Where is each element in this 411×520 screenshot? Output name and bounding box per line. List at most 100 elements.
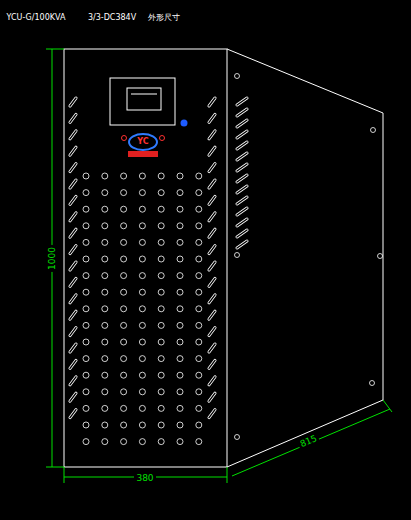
vent-slot-inner (209, 246, 215, 254)
vent-slot-inner (237, 208, 247, 215)
vent-hole (139, 356, 145, 362)
vent-hole (83, 239, 89, 245)
vent-slot-inner (209, 262, 215, 270)
vent-hole (158, 405, 164, 411)
vent-hole (177, 190, 183, 196)
vent-slot (70, 114, 76, 122)
vent-hole (196, 173, 202, 179)
logo-text: YC (137, 138, 148, 146)
vent-slot-inner (70, 410, 76, 418)
vent-hole (102, 389, 108, 395)
vent-slot (70, 213, 76, 221)
vent-hole (196, 273, 202, 279)
vent-hole (83, 256, 89, 262)
vent-slot (209, 393, 215, 401)
vent-slot-inner (70, 278, 76, 286)
vent-hole (158, 223, 164, 229)
screw (378, 254, 383, 259)
vent-hole (158, 422, 164, 428)
vent-slot (209, 196, 215, 204)
vent-hole (83, 422, 89, 428)
vent-slot (237, 120, 247, 127)
vent-hole (196, 306, 202, 312)
vent-hole (83, 306, 89, 312)
vent-hole (158, 190, 164, 196)
vent-hole (158, 339, 164, 345)
vent-hole (102, 223, 108, 229)
vent-slot (70, 98, 76, 106)
vent-slot (237, 208, 247, 215)
vent-hole (158, 322, 164, 328)
vent-slot-inner (209, 393, 215, 401)
vent-hole (196, 422, 202, 428)
dimension-lines (46, 49, 392, 483)
vent-slot (209, 229, 215, 237)
vent-hole (102, 206, 108, 212)
vent-slot (209, 410, 215, 418)
vent-hole (177, 273, 183, 279)
vent-hole (121, 322, 127, 328)
vent-hole (177, 256, 183, 262)
vent-slot-inner (237, 241, 247, 248)
vent-hole (139, 306, 145, 312)
vent-slot (70, 410, 76, 418)
vent-hole (177, 322, 183, 328)
screw (235, 74, 240, 79)
voltage-spec: 3/3-DC384V (88, 14, 136, 22)
vent-slot (209, 98, 215, 106)
vent-slot (70, 295, 76, 303)
vent-slot (70, 278, 76, 286)
vent-hole (102, 306, 108, 312)
vent-hole (196, 223, 202, 229)
vent-hole (158, 356, 164, 362)
vent-hole (139, 190, 145, 196)
vent-slot-inner (209, 196, 215, 204)
vent-hole (196, 322, 202, 328)
vent-hole (139, 206, 145, 212)
vent-slot (237, 197, 247, 204)
logo-dot (122, 136, 127, 141)
vent-hole (196, 405, 202, 411)
vent-slot-inner (70, 360, 76, 368)
vent-hole (102, 322, 108, 328)
vent-slot-inner (70, 98, 76, 106)
vent-slot-inner (70, 213, 76, 221)
vent-hole (139, 405, 145, 411)
vent-slot (70, 344, 76, 352)
vent-hole (177, 223, 183, 229)
vent-slot (209, 262, 215, 270)
vent-slot (209, 328, 215, 336)
vent-slot (209, 344, 215, 352)
vent-slot (237, 98, 247, 105)
vent-slot-inner (237, 153, 247, 160)
vent-hole (83, 206, 89, 212)
vent-hole (158, 173, 164, 179)
vent-slot-inner (209, 328, 215, 336)
logo-dot (160, 136, 165, 141)
vent-hole (121, 273, 127, 279)
vent-slot (70, 262, 76, 270)
vent-hole (158, 206, 164, 212)
vent-hole (196, 439, 202, 445)
vent-holes (83, 173, 202, 445)
vent-slot (209, 131, 215, 139)
front-panel (64, 49, 227, 467)
vent-hole (139, 289, 145, 295)
vent-hole (121, 256, 127, 262)
vent-hole (139, 422, 145, 428)
vent-hole (83, 273, 89, 279)
vent-slot (237, 153, 247, 160)
vent-hole (102, 439, 108, 445)
vent-hole (196, 190, 202, 196)
vent-hole (102, 256, 108, 262)
vent-hole (196, 389, 202, 395)
vent-hole (83, 223, 89, 229)
vent-hole (102, 289, 108, 295)
vent-slot (209, 164, 215, 172)
vent-slot-inner (70, 311, 76, 319)
vent-slot-inner (70, 164, 76, 172)
screws (235, 74, 383, 440)
vent-slot-inner (209, 311, 215, 319)
vent-hole (83, 439, 89, 445)
vent-slot-inner (237, 131, 247, 138)
